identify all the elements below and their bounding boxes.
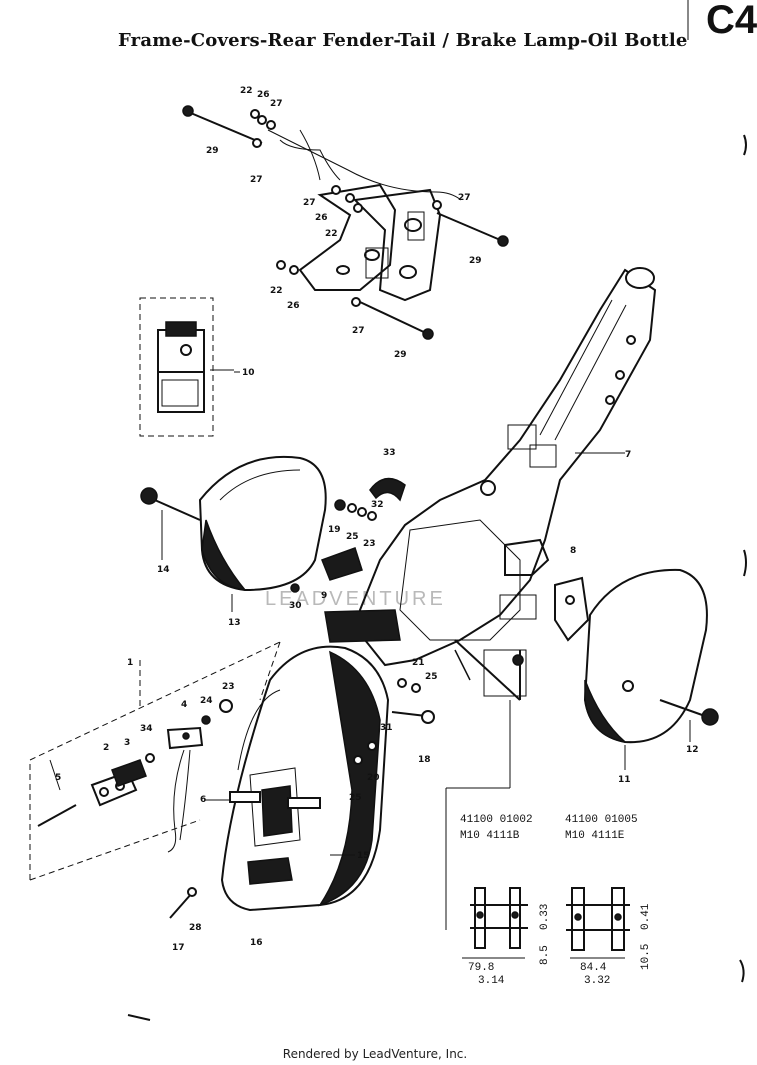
screw-14 [147, 496, 201, 521]
spec-left-model: M10 4111B [460, 830, 520, 842]
callout-19: 19 [328, 525, 341, 535]
wiring-harness [267, 129, 462, 201]
chain-spec-left: 41100 01002 M10 4111B 79.8 3.14 8.5 0.33 [460, 814, 551, 987]
callout-23: 23 [363, 539, 376, 549]
callout-20: 20 [367, 773, 380, 783]
callout-27: 27 [270, 99, 283, 109]
callout-30: 30 [289, 601, 302, 611]
callout-23: 23 [222, 682, 235, 692]
tail-lamp-group [29, 641, 281, 881]
spec-right-width-mm: 84.4 [580, 962, 607, 974]
scan-edge-marks [687, 0, 747, 983]
spec-left-height-in: 0.33 [539, 904, 551, 930]
spec-right-height-mm: 10.5 [640, 944, 652, 970]
callout-3: 3 [124, 738, 130, 748]
leader-lines [161, 371, 691, 930]
spec-left-width-in: 3.14 [478, 975, 505, 987]
small-hardware [290, 477, 590, 642]
spec-left-height-mm: 8.5 [539, 945, 551, 965]
callout-25: 25 [346, 532, 359, 542]
bolt-29-right [436, 212, 506, 243]
callout-21: 21 [412, 658, 425, 668]
callout-29: 29 [394, 350, 407, 360]
callout-13: 13 [228, 618, 241, 628]
callout-4: 4 [181, 700, 187, 710]
callout-32: 32 [371, 500, 384, 510]
oil-bottle-dashed-box [139, 297, 214, 437]
callout-9: 9 [321, 591, 327, 601]
callout-18: 18 [418, 755, 431, 765]
callout-31: 31 [380, 723, 393, 733]
spec-right-model: M10 4111E [565, 830, 625, 842]
callout-5: 5 [55, 773, 61, 783]
callout-labels: 22 26 27 29 27 27 26 22 27 29 22 26 27 2… [55, 86, 699, 953]
callout-8: 8 [570, 546, 576, 556]
callout-11: 11 [618, 775, 631, 785]
side-cover-left [140, 456, 327, 592]
callout-7: 7 [625, 450, 631, 460]
scan-smudge [127, 1014, 151, 1021]
page-title: Frame-Covers-Rear Fender-Tail / Brake La… [118, 30, 688, 51]
spec-right-height-in: 0.41 [640, 903, 652, 930]
bolt-29-lower [359, 301, 429, 335]
rear-fender [169, 645, 435, 919]
chain-spec-right: 41100 01005 M10 4111E 84.4 3.32 10.5 0.4… [565, 814, 652, 987]
frame-band [324, 609, 401, 643]
callout-25: 25 [425, 672, 438, 682]
callout-33: 33 [383, 448, 396, 458]
callout-14: 14 [157, 565, 170, 575]
callout-22: 22 [270, 286, 283, 296]
callout-27: 27 [352, 326, 365, 336]
brake-switch [166, 726, 204, 750]
callout-2: 2 [103, 743, 109, 753]
callout-26: 26 [315, 213, 328, 223]
callout-6: 6 [200, 795, 206, 805]
callout-28: 28 [189, 923, 202, 933]
callout-29: 29 [469, 256, 482, 266]
callout-24: 24 [200, 696, 213, 706]
side-cover-right [583, 568, 719, 744]
exploded-view-diagram: LEADVENTURE [29, 0, 747, 1021]
bracket-assembly [182, 105, 509, 340]
callout-25: 25 [349, 793, 362, 803]
footer-credit: Rendered by LeadVenture, Inc. [282, 1047, 468, 1061]
callout-10: 10 [242, 368, 255, 378]
callout-27: 27 [250, 175, 263, 185]
oil-bottle [139, 297, 234, 437]
bolt-17 [169, 892, 193, 919]
callout-26: 26 [257, 90, 270, 100]
callout-34: 34 [140, 724, 153, 734]
frame-spine [358, 268, 657, 667]
bracket-8 [554, 576, 590, 642]
spec-right-part-number: 41100 01005 [565, 814, 638, 826]
callout-22: 22 [240, 86, 253, 96]
callout-1: 1 [127, 658, 133, 668]
cover-clip-9 [321, 547, 363, 581]
callout-29: 29 [206, 146, 219, 156]
spec-right-width-in: 3.32 [584, 975, 610, 987]
bracket-plate-right [352, 188, 442, 302]
screw-12 [659, 699, 706, 717]
spec-left-width-mm: 79.8 [468, 962, 494, 974]
bracket-plate-left [298, 183, 397, 291]
callout-15: 15 [357, 851, 370, 861]
callout-17: 17 [172, 943, 185, 953]
corner-section-mark: C4 [706, 0, 757, 42]
callout-22: 22 [325, 229, 338, 239]
main-frame [324, 267, 657, 701]
grommet-33 [369, 477, 406, 502]
callout-26: 26 [287, 301, 300, 311]
callout-12: 12 [686, 745, 699, 755]
bolt-29-upper [185, 110, 263, 144]
callout-27: 27 [458, 193, 471, 203]
callout-16: 16 [250, 938, 263, 948]
watermark: LEADVENTURE [265, 588, 446, 610]
callout-27: 27 [303, 198, 316, 208]
spec-left-part-number: 41100 01002 [460, 814, 533, 826]
